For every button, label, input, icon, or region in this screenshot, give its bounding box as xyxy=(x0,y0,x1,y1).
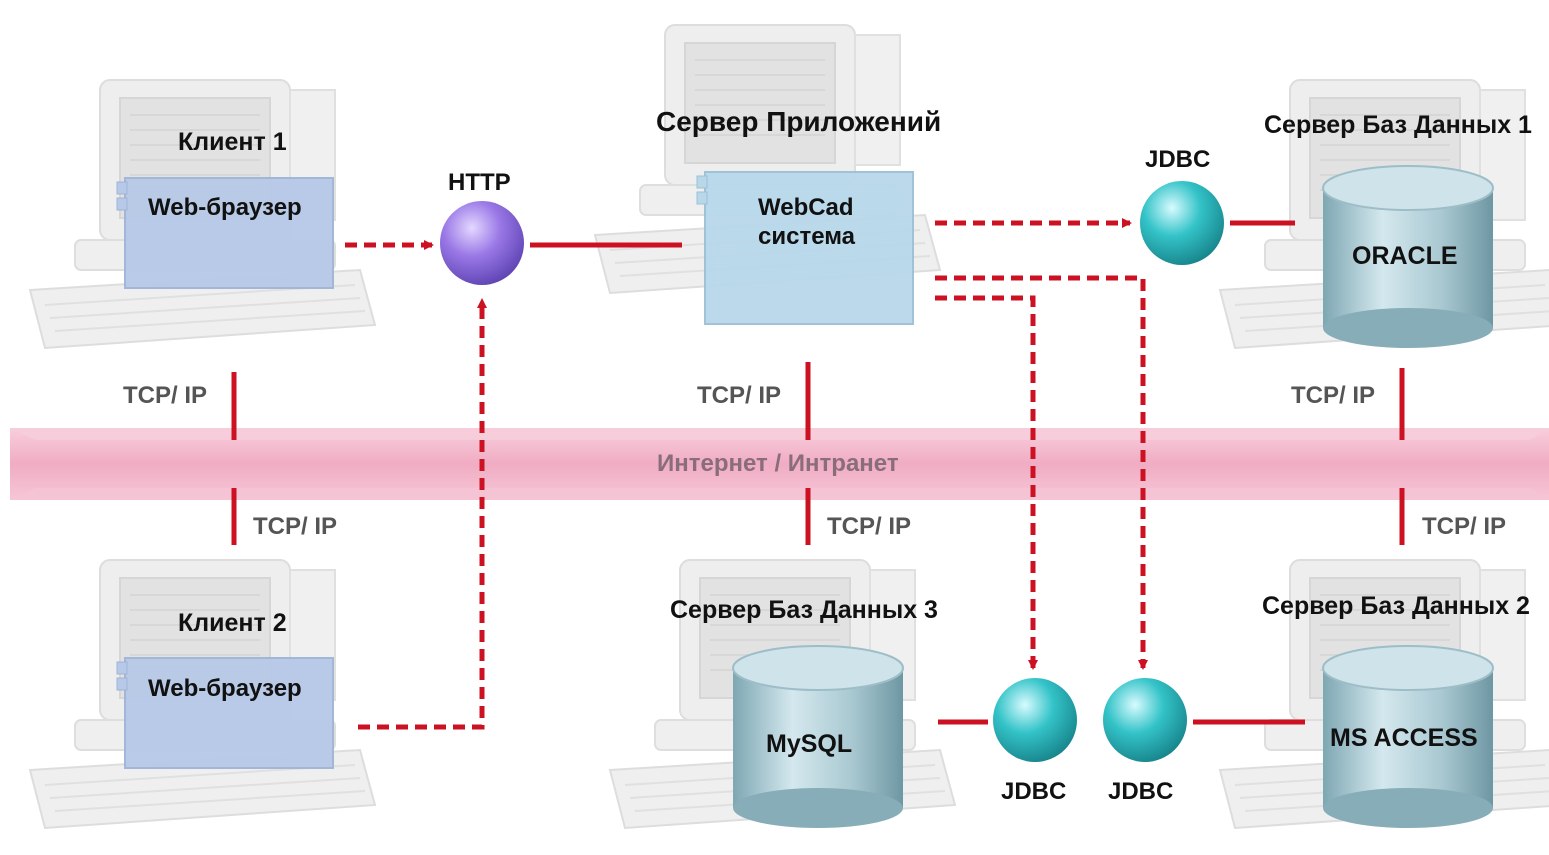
oracle-cylinder xyxy=(1322,165,1494,348)
webcad-label-line1: WebCad xyxy=(758,194,854,221)
access-cylinder xyxy=(1322,645,1494,828)
client1-app-label: Web-браузер xyxy=(148,194,302,221)
tcp-links xyxy=(231,362,1405,545)
jdbc1-label: JDBC xyxy=(1145,146,1211,173)
client1-browser-box xyxy=(116,177,334,289)
oracle-label: ORACLE xyxy=(1352,242,1458,270)
mysql-label: MySQL xyxy=(766,730,853,758)
access-label: MS ACCESS xyxy=(1330,724,1478,752)
db-server1-tcp-label: TCP/ IP xyxy=(1291,382,1376,409)
client2-app-label: Web-браузер xyxy=(148,675,302,702)
app-server-title: Сервер Приложений xyxy=(656,106,942,137)
jdbc-node-1 xyxy=(1140,181,1224,265)
server-to-jdbc2-arrow xyxy=(935,275,1148,670)
client2-title: Клиент 2 xyxy=(178,609,287,637)
webcad-label-line2: система xyxy=(758,223,856,250)
mysql-cylinder xyxy=(732,645,904,828)
db-server2-title: Сервер Баз Данных 2 xyxy=(1262,592,1530,620)
jdbc-node-3 xyxy=(993,678,1077,762)
client1-title: Клиент 1 xyxy=(178,128,287,156)
webcad-box xyxy=(696,171,914,325)
app-server-tcp-label: TCP/ IP xyxy=(697,382,782,409)
db-server1-title: Сервер Баз Данных 1 xyxy=(1264,111,1532,139)
browser2-to-http-arrow xyxy=(358,298,487,730)
db-server3-tcp-label: TCP/ IP xyxy=(827,513,912,540)
db-server2-tcp-label: TCP/ IP xyxy=(1422,513,1507,540)
jdbc2-label: JDBC xyxy=(1108,778,1174,805)
http-node xyxy=(440,201,524,285)
db-server3-title: Сервер Баз Данных 3 xyxy=(670,596,938,624)
http-label: HTTP xyxy=(448,169,511,196)
jdbc-node-2 xyxy=(1103,678,1187,762)
client2-browser-box xyxy=(116,657,334,769)
server-to-jdbc3-arrow xyxy=(935,295,1038,670)
client2-tcp-label: TCP/ IP xyxy=(253,513,338,540)
network-label: Интернет / Интранет xyxy=(657,450,899,477)
client1-tcp-label: TCP/ IP xyxy=(123,382,208,409)
jdbc3-label: JDBC xyxy=(1001,778,1067,805)
